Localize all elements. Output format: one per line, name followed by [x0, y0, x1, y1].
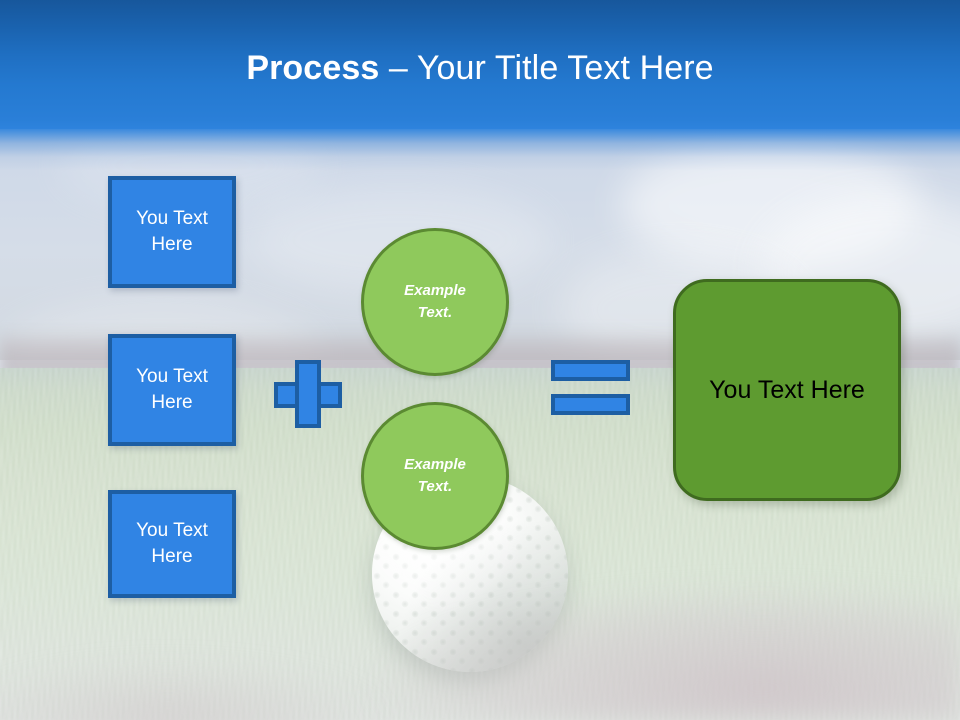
example-circle-1[interactable]: Example Text.: [361, 228, 509, 376]
equals-icon-bottom-bar: [551, 394, 630, 415]
example-circle-1-line2: Text.: [417, 304, 453, 321]
example-circle-2-line2: Text.: [417, 478, 453, 495]
input-box-2[interactable]: You Text Here: [108, 334, 236, 446]
example-circle-2[interactable]: Example Text.: [361, 402, 509, 550]
input-box-1[interactable]: You Text Here: [108, 176, 236, 288]
plus-icon: [274, 360, 342, 428]
equals-icon: [551, 360, 630, 422]
title-banner-fade: [0, 129, 960, 171]
page-title-light: – Your Title Text Here: [379, 49, 714, 87]
equals-icon-top-bar: [551, 360, 630, 381]
result-box[interactable]: You Text Here: [673, 279, 901, 501]
title-banner: [0, 0, 960, 129]
input-box-1-label: You Text Here: [136, 208, 208, 255]
plus-icon-center-patch: [299, 386, 317, 404]
page-title: Process – Your Title Text Here: [0, 47, 960, 89]
background-haze-bottom-left: [0, 640, 480, 720]
example-circle-1-line1: Example: [404, 282, 466, 299]
result-box-label: You Text Here: [709, 376, 865, 404]
input-box-2-label: You Text Here: [136, 366, 208, 413]
input-box-3-label: You Text Here: [136, 520, 208, 567]
example-circle-2-line1: Example: [404, 456, 466, 473]
page-title-strong: Process: [246, 49, 380, 87]
input-box-3[interactable]: You Text Here: [108, 490, 236, 598]
